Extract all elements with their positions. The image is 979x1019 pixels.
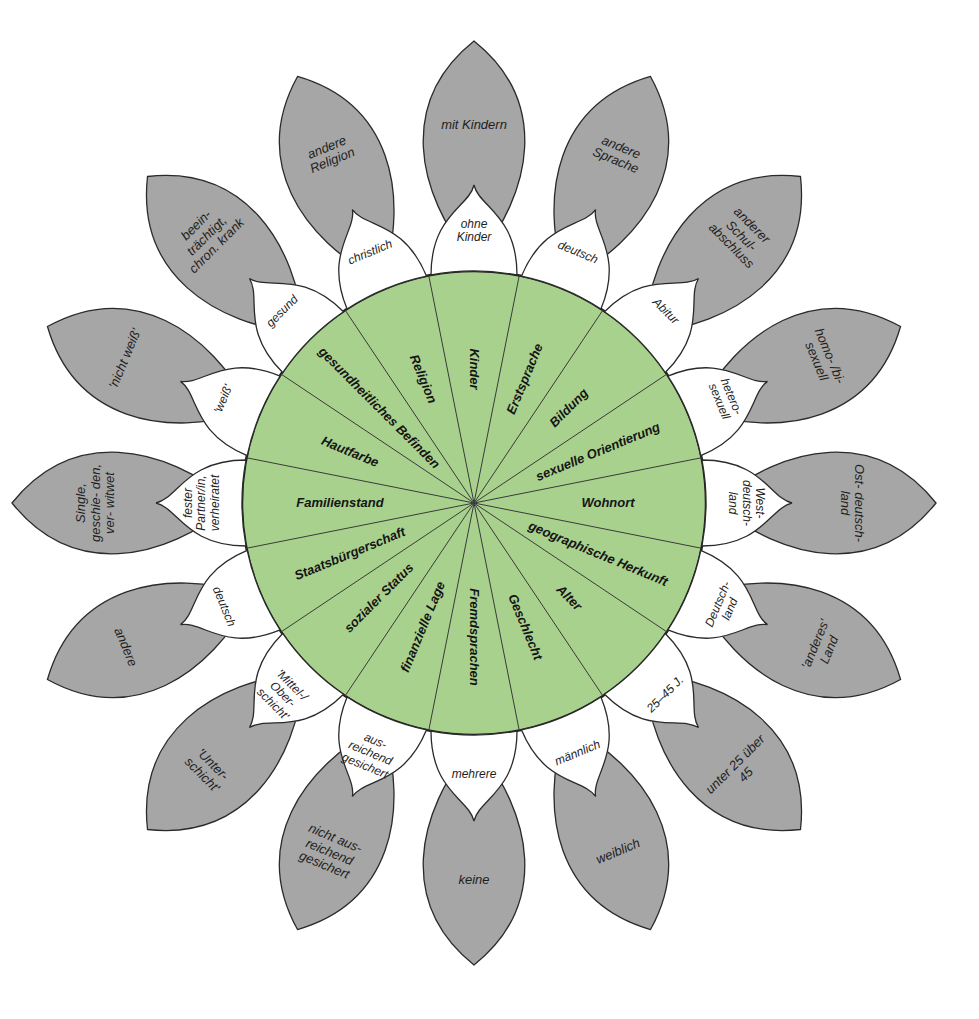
- category-label: Familienstand: [254, 496, 426, 510]
- petal-label: West- deutsch- land: [726, 471, 766, 535]
- petal-shape: [714, 452, 936, 554]
- petal-shape: [423, 743, 525, 965]
- petal-shape: [156, 460, 246, 546]
- petal-shape: [313, 193, 427, 309]
- majority-petal: ohne Kinder: [429, 185, 519, 277]
- petal-shape: [313, 697, 427, 813]
- category-sector: Fremdsprachen: [467, 551, 481, 723]
- petal-label: Single, geschie- den, ver- witwet: [74, 461, 118, 545]
- petal-shape: [164, 342, 280, 456]
- petal-shape: [668, 342, 784, 456]
- category-sector: Kinder: [467, 283, 481, 455]
- petal-shape: [668, 551, 784, 665]
- category-label: Wohnort: [522, 496, 694, 510]
- petal-label: ohne Kinder: [442, 218, 506, 245]
- petal-label: keine: [432, 874, 516, 889]
- category-sector: Familienstand: [254, 496, 426, 510]
- petal-shape: [431, 731, 517, 821]
- sector-dividers: [246, 275, 701, 730]
- petal-label: mit Kindern: [432, 118, 516, 133]
- petal-shape: [522, 193, 636, 309]
- petal-label: Ost- deutsch- land: [837, 461, 866, 545]
- majority-petal: West- deutsch- land: [700, 458, 792, 548]
- majority-petal: mehrere: [429, 729, 519, 821]
- petal-shape: [431, 185, 517, 275]
- petal-label: fester Partner/in, verheiratet: [182, 471, 222, 535]
- petal-shape: [164, 551, 280, 665]
- category-label: Kinder: [467, 283, 481, 455]
- petal-shape: [219, 634, 343, 758]
- petal-label: mehrere: [442, 768, 506, 781]
- petal-shape: [605, 248, 729, 372]
- petal-shape: [702, 460, 792, 546]
- majority-petal: fester Partner/in, verheiratet: [156, 458, 248, 548]
- petal-shape: [423, 41, 525, 263]
- category-sector: Wohnort: [522, 496, 694, 510]
- petal-shape: [605, 634, 729, 758]
- category-label: Fremdsprachen: [467, 551, 481, 723]
- center-circle: [242, 271, 706, 735]
- petal-shape: [522, 697, 636, 813]
- petal-shape: [12, 452, 234, 554]
